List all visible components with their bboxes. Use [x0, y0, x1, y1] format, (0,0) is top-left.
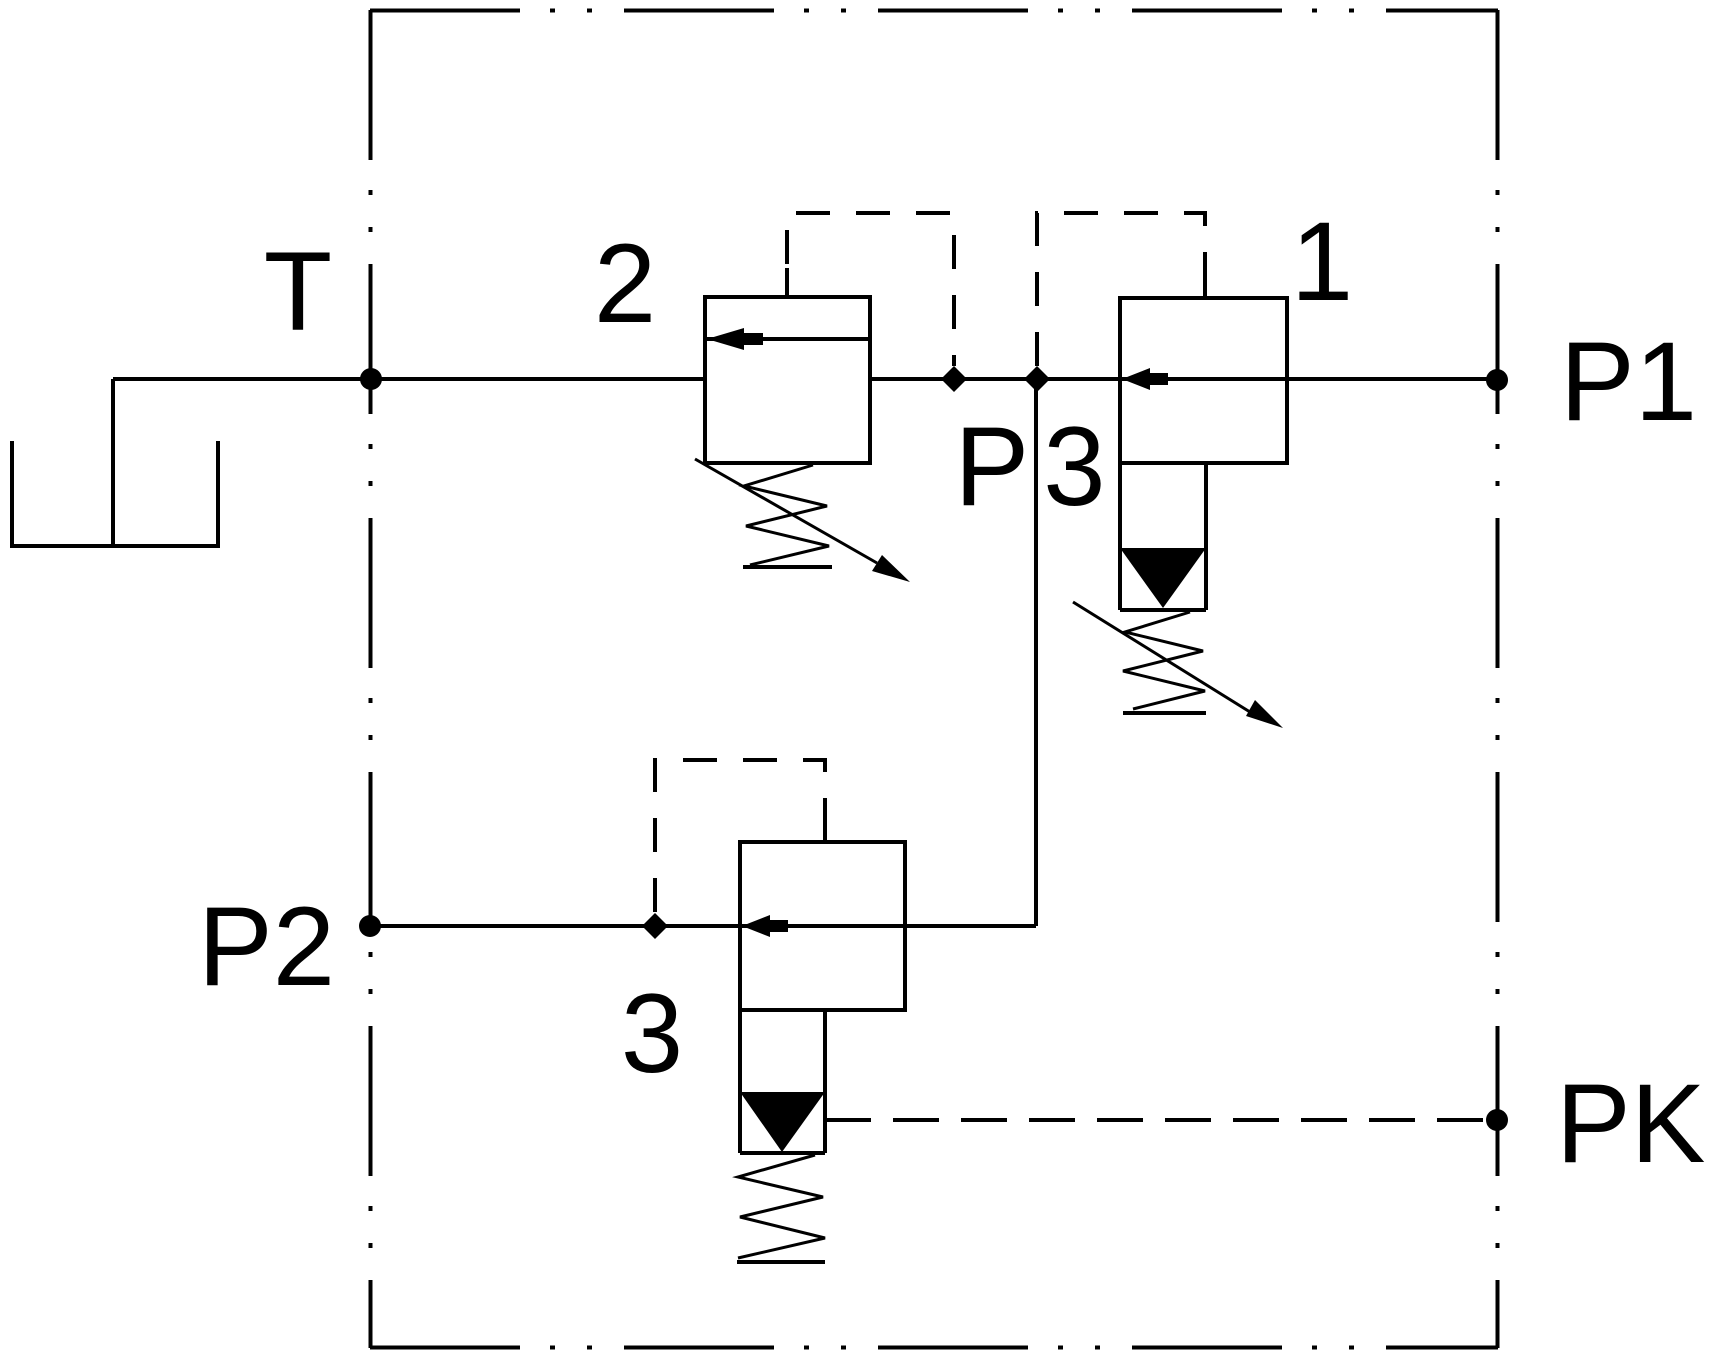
valve-2-label: 2 [594, 221, 656, 346]
valve-1-adjust-arrow-shaft [1072, 600, 1251, 714]
junction-diamond-valve3-icon [642, 913, 668, 939]
port-t-dot-icon [360, 368, 382, 390]
valve-3-spring-icon [732, 1153, 826, 1260]
valve-2-flow-arrow-icon [707, 328, 763, 350]
tank-symbol [10, 441, 220, 548]
port-pk-dot-icon [1486, 1109, 1508, 1131]
valve-2-body [703, 295, 872, 465]
valve-2-pilot-line [785, 211, 956, 366]
valve-2-adjust-arrow-icon [872, 555, 910, 582]
valve-3-poppet-icon [740, 1092, 825, 1152]
valve-1-label: 1 [1291, 199, 1353, 324]
port-p1-dot-icon [1486, 369, 1508, 391]
tank-branch [10, 377, 371, 548]
valve-2-spring-icon [738, 463, 830, 567]
port-p2-dot-icon [359, 915, 381, 937]
valve-3-poppet-housing [738, 1010, 827, 1155]
valve-1-pilot-line [1035, 211, 1207, 366]
port-p2-label: P2 [198, 884, 335, 1009]
valve-3: 3 [621, 758, 1497, 1264]
port-markers [359, 368, 1508, 1131]
valve-3-flow-arrow-icon [742, 915, 788, 937]
valve-2-adjust-arrow-shaft [694, 457, 878, 565]
p2-p3-lines [370, 379, 1038, 928]
port-t-label: T [264, 229, 332, 354]
port-pk-label: PK [1556, 1061, 1705, 1186]
port-p3-label: P3 [955, 404, 1120, 529]
junction-diamond-valve2-icon [941, 366, 967, 392]
valve-1-flow-arrow-icon [1122, 368, 1168, 390]
valve-3-label: 3 [621, 971, 683, 1096]
valve-1: 1 [1035, 199, 1353, 728]
port-p1-label: P1 [1560, 319, 1697, 444]
valve-1-poppet-housing [1118, 463, 1208, 612]
valve-2: 2 [594, 211, 956, 582]
junction-diamond-p3-icon [1024, 366, 1050, 392]
valve-1-poppet-icon [1120, 548, 1206, 608]
pilot-junctions [642, 366, 1050, 939]
valve-1-spring-icon [1119, 610, 1206, 711]
port-labels: T P1 P2 P3 PK [198, 229, 1705, 1186]
valve-1-adjust-arrow-icon [1246, 700, 1283, 728]
valve-3-body [738, 840, 907, 1012]
valve-3-pilot-line [653, 758, 827, 912]
